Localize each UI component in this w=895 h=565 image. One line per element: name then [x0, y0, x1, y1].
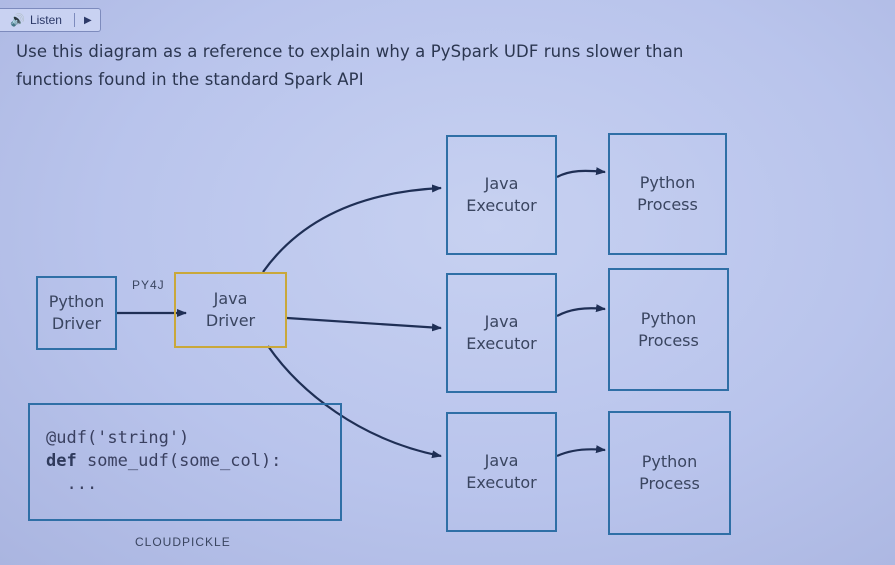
- code-line-decorator: @udf('string'): [46, 428, 190, 448]
- cloudpickle-label: CLOUDPICKLE: [135, 535, 231, 549]
- arrow-executor-process-3: [556, 445, 606, 457]
- play-icon[interactable]: ▶: [83, 14, 92, 26]
- arrow-driver-executor-2: [286, 316, 442, 332]
- arrow-driver-executor-1: [262, 184, 442, 273]
- arrow-executor-process-1: [556, 167, 606, 178]
- java-driver-box: Java Driver: [174, 272, 287, 348]
- listen-bar[interactable]: 🔊 Listen ▶: [0, 8, 101, 32]
- udf-code-box: @udf('string') def some_udf(some_col): .…: [28, 403, 342, 521]
- python-process-box-2: Python Process: [608, 268, 729, 391]
- question-text: Use this diagram as a reference to expla…: [16, 38, 716, 94]
- arrow-executor-process-2: [556, 304, 606, 317]
- code-line-def: def some_udf(some_col):: [46, 450, 340, 473]
- code-line-ellipsis: ...: [46, 474, 98, 494]
- python-driver-box: Python Driver: [36, 276, 117, 350]
- question-line-2: functions found in the standard Spark AP…: [16, 70, 364, 89]
- java-executor-box-2: Java Executor: [446, 273, 557, 393]
- code-keyword-def: def: [46, 451, 77, 471]
- java-executor-box-3: Java Executor: [446, 412, 557, 532]
- python-process-box-3: Python Process: [608, 411, 731, 535]
- java-executor-box-1: Java Executor: [446, 135, 557, 255]
- listen-button-label[interactable]: Listen: [29, 13, 62, 27]
- arrow-driver-executor-3: [267, 345, 442, 459]
- question-line-1: Use this diagram as a reference to expla…: [16, 42, 684, 61]
- python-process-box-1: Python Process: [608, 133, 727, 255]
- py4j-label: PY4J: [132, 278, 165, 292]
- divider: [73, 13, 75, 27]
- code-def-signature: some_udf(some_col):: [76, 451, 282, 471]
- speaker-icon[interactable]: 🔊: [10, 13, 25, 27]
